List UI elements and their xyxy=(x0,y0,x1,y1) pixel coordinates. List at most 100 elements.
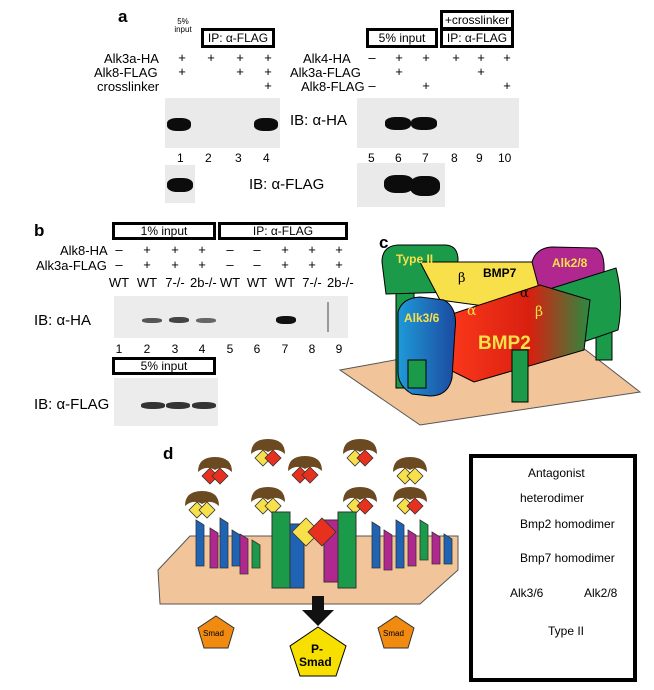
ib-flag-b: IB: α-FLAG xyxy=(34,396,110,413)
sign: – xyxy=(368,50,376,65)
sign: + xyxy=(477,50,485,65)
arrow-head xyxy=(302,610,334,626)
psmad-label-1: P- xyxy=(311,642,323,656)
band xyxy=(169,317,189,323)
blot-b-flag xyxy=(114,378,218,426)
sign: – xyxy=(115,257,123,272)
band xyxy=(141,402,165,409)
panel-a-label: a xyxy=(118,7,128,26)
band xyxy=(166,402,190,409)
typeii-receptor xyxy=(337,511,357,589)
sign: + xyxy=(207,50,215,65)
sign: + xyxy=(422,50,430,65)
sign: + xyxy=(198,257,206,272)
input2-header-b: 5% input xyxy=(112,357,216,375)
band xyxy=(276,316,296,324)
bmp2-monomer xyxy=(307,517,337,547)
label-alpha-1: α xyxy=(520,286,529,301)
genotype-label: WT xyxy=(246,275,268,290)
genotype-label: WT xyxy=(136,275,158,290)
label-bmp2: BMP2 xyxy=(478,333,531,354)
band xyxy=(196,318,216,323)
smad-right xyxy=(377,615,415,649)
row-alk3a-flag-b: Alk3a-FLAG xyxy=(36,258,107,273)
receptor-icon xyxy=(231,529,241,567)
sign: + xyxy=(171,242,179,257)
lane-number: 3 xyxy=(235,151,242,165)
blot-a-flag-right xyxy=(357,163,445,207)
legend-box xyxy=(469,454,637,682)
lane-number: 10 xyxy=(498,151,512,165)
arrow-shaft xyxy=(312,596,324,612)
dimer-part xyxy=(198,501,216,519)
sign: + xyxy=(422,78,430,93)
receptor-icon xyxy=(407,529,417,567)
bmp2-leg xyxy=(511,349,529,403)
receptor-icon xyxy=(383,529,393,571)
lane-number: 2 xyxy=(205,151,212,165)
panel-c-label: c xyxy=(379,233,389,252)
label-bmp7: BMP7 xyxy=(483,266,517,280)
input-header-b: 1% input xyxy=(112,222,216,240)
receptor-icon xyxy=(209,527,219,569)
row-alk3a-flag: Alk3a-FLAG xyxy=(290,65,361,80)
sign: + xyxy=(178,50,186,65)
sign: + xyxy=(198,242,206,257)
row-crosslinker: crosslinker xyxy=(97,79,160,94)
sign: – xyxy=(368,78,376,93)
antagonist-icon xyxy=(343,439,377,454)
label-alpha-2: α xyxy=(467,303,477,319)
psmad-label-2: Smad xyxy=(299,655,332,669)
row-alk8-flag: Alk8-FLAG xyxy=(94,65,158,80)
legend-type2: Type II xyxy=(548,624,585,638)
legend-bmp7: Bmp7 homodimer xyxy=(520,551,615,565)
row-alk4-ha: Alk4-HA xyxy=(303,51,351,66)
right-input-header: 5% input xyxy=(366,28,438,48)
label-beta-1: β xyxy=(458,271,466,286)
legend-antagonist: Antagonist xyxy=(528,466,585,480)
antagonist-icon xyxy=(343,487,377,502)
blot-a-ha-left xyxy=(165,98,280,148)
antagonist-icon xyxy=(288,456,322,471)
label-alk36: Alk3/6 xyxy=(404,311,440,325)
antagonist-icon xyxy=(251,439,285,454)
band xyxy=(254,118,278,131)
sign: + xyxy=(143,257,151,272)
genotype-label: 2b-/- xyxy=(190,275,217,290)
genotype-label: WT xyxy=(274,275,296,290)
smad-right-label: Smad xyxy=(383,629,404,638)
alk36-leg xyxy=(407,359,427,389)
right-ip-header: IP: α-FLAG xyxy=(440,28,514,48)
receptor-icon xyxy=(419,519,429,561)
left-input-header: 5% input xyxy=(174,17,192,35)
antagonist-icon xyxy=(185,491,219,506)
band xyxy=(167,178,193,192)
receptor-icon xyxy=(219,517,229,569)
lane-number: 3 xyxy=(171,342,179,356)
lane-number: 8 xyxy=(451,151,458,165)
genotype-label: 7-/- xyxy=(165,275,185,290)
sign: + xyxy=(171,257,179,272)
smad-left xyxy=(197,615,235,649)
lane-number: 2 xyxy=(143,342,151,356)
antagonist-icon xyxy=(393,457,427,472)
dimer-part xyxy=(406,497,424,515)
sign: – xyxy=(253,242,261,257)
sign: + xyxy=(503,78,511,93)
row-alk8-flag-right: Alk8-FLAG xyxy=(301,79,365,94)
genotype-label: 7-/- xyxy=(302,275,322,290)
receptor-icon xyxy=(195,519,205,567)
sign: + xyxy=(143,242,151,257)
band xyxy=(410,176,440,196)
band xyxy=(385,117,411,130)
receptor-icon xyxy=(443,533,453,565)
blot-a-flag-left xyxy=(165,165,195,203)
legend-bmp2: Bmp2 homodimer xyxy=(520,517,615,531)
sign: + xyxy=(395,50,403,65)
lane-number: 6 xyxy=(253,342,261,356)
dimer-part xyxy=(301,466,319,484)
left-ip-header: IP: α-FLAG xyxy=(201,28,275,48)
genotype-label: WT xyxy=(108,275,130,290)
dimer-part xyxy=(356,449,374,467)
